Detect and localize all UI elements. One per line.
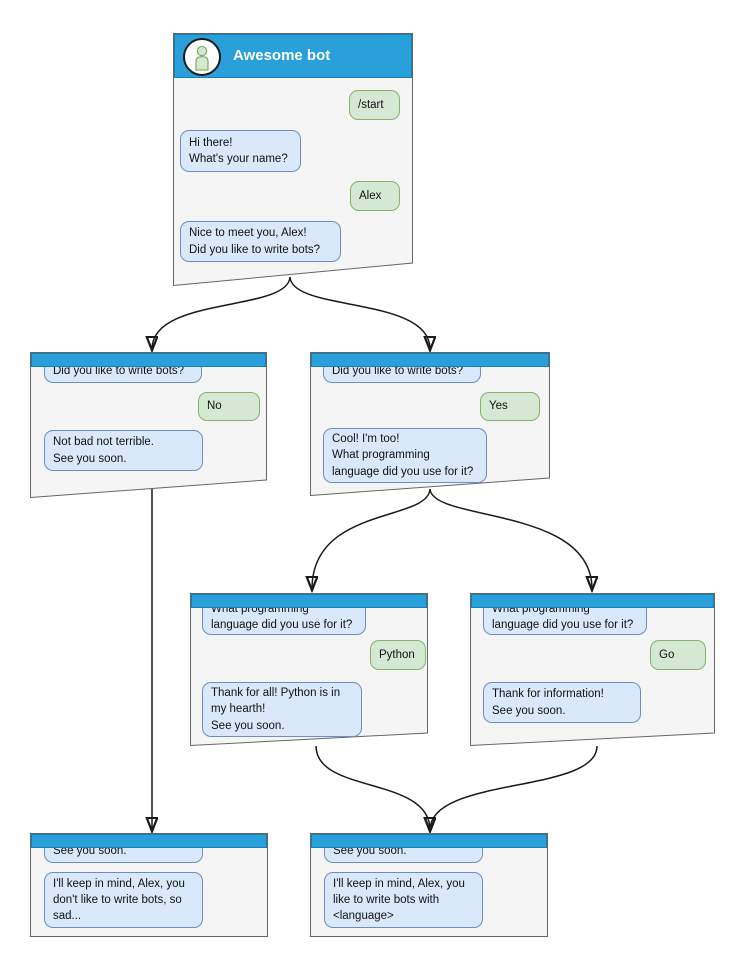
bot-message-bubble: Thank for information! See you soon. <box>483 682 641 723</box>
window-titlebar <box>311 834 547 848</box>
bot-message-bubble: Nice to meet you, Alex! Did you like to … <box>180 221 341 262</box>
arrow-start-to-yes <box>289 276 430 349</box>
window-titlebar <box>31 353 266 367</box>
chat-window-python-branch: What programming language did you use fo… <box>190 593 428 746</box>
chat-window-end-yes: See you soon. I'll keep in mind, Alex, y… <box>310 833 548 937</box>
user-message-bubble: /start <box>349 90 400 120</box>
window-titlebar <box>311 353 549 367</box>
bot-message-bubble: Thank for all! Python is in my hearth! S… <box>202 682 362 737</box>
chat-window-yes-branch: Did you like to write bots? Yes Cool! I'… <box>310 352 550 496</box>
bot-message-bubble: Cool! I'm too! What programming language… <box>323 428 487 483</box>
bot-message-bubble: I'll keep in mind, Alex, you like to wri… <box>324 872 483 928</box>
arrow-go-to-end <box>430 745 598 830</box>
window-titlebar <box>31 834 267 848</box>
user-message-bubble: Yes <box>480 392 540 421</box>
user-message-bubble: Go <box>650 640 706 670</box>
person-icon <box>195 45 209 71</box>
bot-message-bubble: I'll keep in mind, Alex, you don't like … <box>44 872 203 928</box>
chat-window-go-branch: What programming language did you use fo… <box>470 593 715 746</box>
bot-message-bubble: Not bad not terrible. See you soon. <box>44 430 203 471</box>
arrow-start-to-no <box>152 276 291 349</box>
window-titlebar <box>191 594 427 608</box>
bot-name: Awesome bot <box>233 47 331 64</box>
chat-window-no-branch: Did you like to write bots? No Not bad n… <box>30 352 267 498</box>
user-message-bubble: Python <box>370 640 426 670</box>
chat-window-main: Awesome bot /start Hi there! What's your… <box>173 33 413 286</box>
window-titlebar: Awesome bot <box>174 34 412 78</box>
chat-window-end-no: See you soon. I'll keep in mind, Alex, y… <box>30 833 268 937</box>
bot-message-bubble: Hi there! What's your name? <box>180 130 301 172</box>
user-message-bubble: Alex <box>350 181 400 211</box>
arrow-yes-to-python <box>312 488 431 589</box>
arrow-yes-to-go <box>429 488 592 589</box>
bot-avatar <box>183 38 221 76</box>
arrow-python-to-end <box>315 745 430 830</box>
window-titlebar <box>471 594 714 608</box>
user-message-bubble: No <box>198 392 260 421</box>
